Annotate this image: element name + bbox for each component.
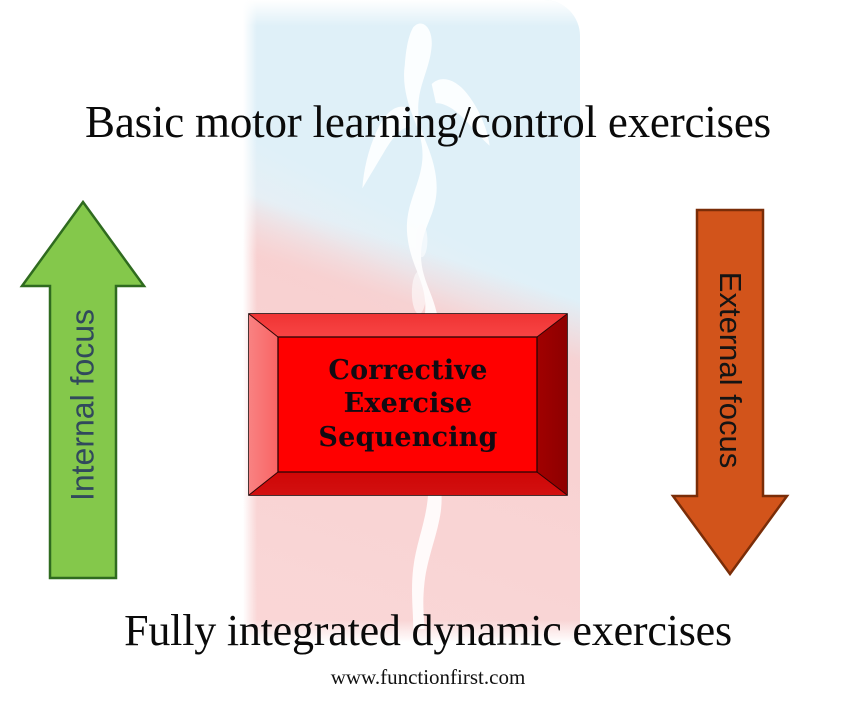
beveled-box-graphic xyxy=(248,313,568,496)
down-arrow-icon xyxy=(670,208,790,577)
corrective-exercise-sequencing-box: Corrective Exercise Sequencing xyxy=(248,313,568,496)
panel-top-fade xyxy=(243,0,580,26)
internal-focus-arrow: Internal focus xyxy=(18,198,148,582)
external-focus-arrow: External focus xyxy=(669,206,791,578)
box-text-block: Corrective Exercise Sequencing xyxy=(278,336,538,473)
external-focus-label: External focus xyxy=(713,271,748,468)
internal-focus-label: Internal focus xyxy=(64,309,101,502)
website-url: www.functionfirst.com xyxy=(330,665,526,689)
box-text-line-2: Exercise xyxy=(343,388,473,420)
box-text-line-1: Corrective xyxy=(328,354,488,386)
panel-bottom-fade xyxy=(243,620,580,642)
top-headline: Basic motor learning/control exercises xyxy=(85,97,771,147)
up-arrow-icon xyxy=(19,199,147,580)
bottom-headline: Fully integrated dynamic exercises xyxy=(124,606,732,655)
box-text-line-3: Sequencing xyxy=(318,421,498,453)
